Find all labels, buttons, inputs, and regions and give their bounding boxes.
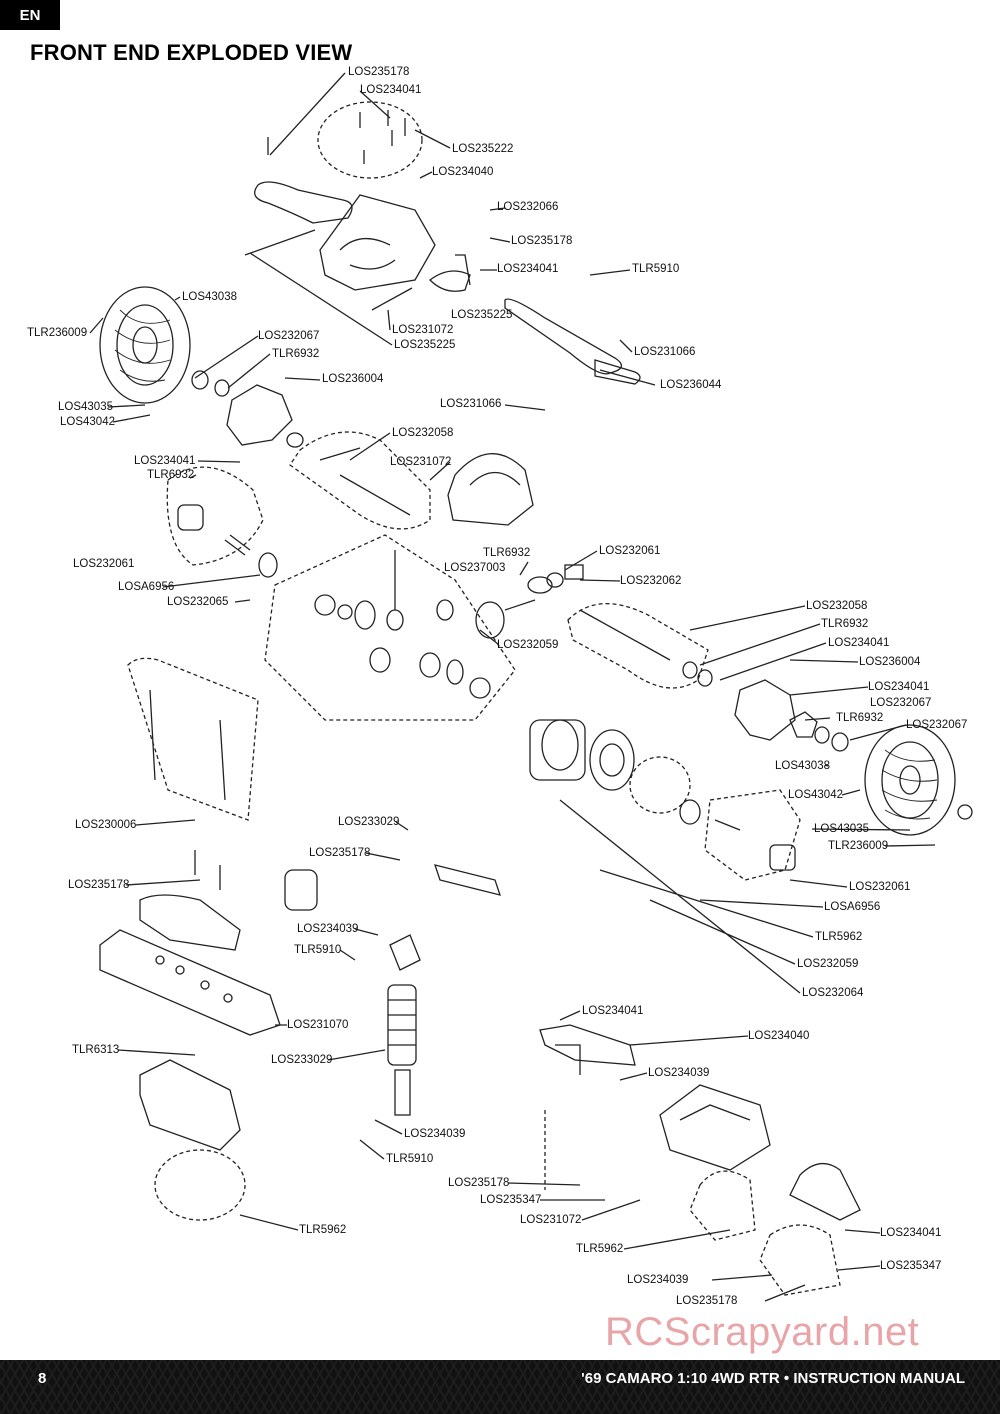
callout-label: LOS234041 xyxy=(828,637,890,649)
callout-label: LOS235225 xyxy=(394,339,456,351)
callout-label: LOSA6956 xyxy=(824,901,881,913)
callout-label: LOS233029 xyxy=(338,816,400,828)
callout-label: LOS232065 xyxy=(167,596,229,608)
callout-label: LOS235347 xyxy=(480,1194,542,1206)
callout-label: LOS233029 xyxy=(271,1054,333,1066)
callout-label: LOS232059 xyxy=(797,958,859,970)
callout-label: LOS232067 xyxy=(870,697,932,709)
callout-label: LOS237003 xyxy=(444,562,506,574)
watermark-text: RCScrapyard.net xyxy=(605,1310,920,1354)
page-number: 8 xyxy=(38,1370,47,1387)
callout-label: LOS231066 xyxy=(634,346,696,358)
callout-label: LOS234041 xyxy=(134,455,196,467)
callout-label: LOS43042 xyxy=(788,789,843,801)
manual-title: '69 CAMARO 1:10 4WD RTR • INSTRUCTION MA… xyxy=(581,1370,965,1387)
callout-label: LOS234041 xyxy=(880,1227,942,1239)
callout-label: LOS232066 xyxy=(497,201,559,213)
callout-label: LOS232059 xyxy=(497,639,559,651)
callout-label: LOS232062 xyxy=(620,575,682,587)
callout-label: LOS234040 xyxy=(748,1030,810,1042)
callout-label: LOS231072 xyxy=(392,324,454,336)
callout-label: LOS235178 xyxy=(68,879,130,891)
footer-bar: 8 '69 CAMARO 1:10 4WD RTR • INSTRUCTION … xyxy=(0,1360,1000,1414)
callout-label: TLR6313 xyxy=(72,1044,120,1056)
callout-label: LOS232067 xyxy=(258,330,320,342)
callout-label: LOS235178 xyxy=(348,66,410,78)
callout-label: TLR236009 xyxy=(828,840,889,852)
callout-label: LOS234041 xyxy=(582,1005,644,1017)
callout-label: LOS231066 xyxy=(440,398,502,410)
footer-pattern xyxy=(0,1360,1000,1414)
callout-label: LOS235347 xyxy=(880,1260,942,1272)
callout-label: LOS232058 xyxy=(392,427,454,439)
callout-label: TLR6932 xyxy=(821,618,869,630)
callout-label: LOS234039 xyxy=(297,923,359,935)
callout-label: LOS232058 xyxy=(806,600,868,612)
callout-label: LOS235178 xyxy=(309,847,371,859)
page-title: FRONT END EXPLODED VIEW xyxy=(30,40,353,65)
callout-label: TLR6932 xyxy=(836,712,884,724)
callout-label: LOS234039 xyxy=(648,1067,710,1079)
callout-label: LOS43038 xyxy=(775,760,830,772)
callout-label: LOS43035 xyxy=(58,401,113,413)
callout-label: TLR6932 xyxy=(483,547,531,559)
callout-label: LOS235178 xyxy=(511,235,573,247)
callout-label: TLR236009 xyxy=(27,327,88,339)
callout-label: LOS231070 xyxy=(287,1019,349,1031)
callout-label: LOSA6956 xyxy=(118,581,175,593)
callout-label: LOS231072 xyxy=(520,1214,582,1226)
callout-label: LOS231072 xyxy=(390,456,452,468)
language-tab: EN xyxy=(0,0,60,30)
callout-label: LOS43038 xyxy=(182,291,237,303)
callout-label: LOS230006 xyxy=(75,819,137,831)
callout-label: LOS232064 xyxy=(802,987,864,999)
callout-label: TLR5910 xyxy=(386,1153,434,1165)
callout-label: TLR5910 xyxy=(632,263,680,275)
callout-label: LOS232061 xyxy=(849,881,911,893)
callout-label: TLR6932 xyxy=(272,348,320,360)
exploded-view-diagram xyxy=(89,72,973,1302)
callout-label: TLR5962 xyxy=(815,931,863,943)
callout-label: LOS232061 xyxy=(73,558,135,570)
callout-label: LOS234041 xyxy=(497,263,559,275)
callout-label: LOS43035 xyxy=(814,823,869,835)
callout-label: TLR6932 xyxy=(147,469,195,481)
callout-label: LOS43042 xyxy=(60,416,115,428)
callout-label: LOS234039 xyxy=(404,1128,466,1140)
callout-label: LOS232061 xyxy=(599,545,661,557)
callout-label: LOS235225 xyxy=(451,309,513,321)
callout-label: LOS234041 xyxy=(868,681,930,693)
callout-label: LOS236004 xyxy=(859,656,921,668)
callout-label: LOS235178 xyxy=(676,1295,738,1307)
callout-label: LOS232067 xyxy=(906,719,968,731)
callout-label: LOS235222 xyxy=(452,143,514,155)
callout-label: TLR5910 xyxy=(294,944,342,956)
callout-label: TLR5962 xyxy=(299,1224,347,1236)
callout-label: LOS236004 xyxy=(322,373,384,385)
callout-label: LOS234041 xyxy=(360,84,422,96)
callout-label: LOS235178 xyxy=(448,1177,510,1189)
callout-label: LOS234040 xyxy=(432,166,494,178)
callout-label: LOS234039 xyxy=(627,1274,689,1286)
callout-label: TLR5962 xyxy=(576,1243,624,1255)
callout-label: LOS236044 xyxy=(660,379,722,391)
